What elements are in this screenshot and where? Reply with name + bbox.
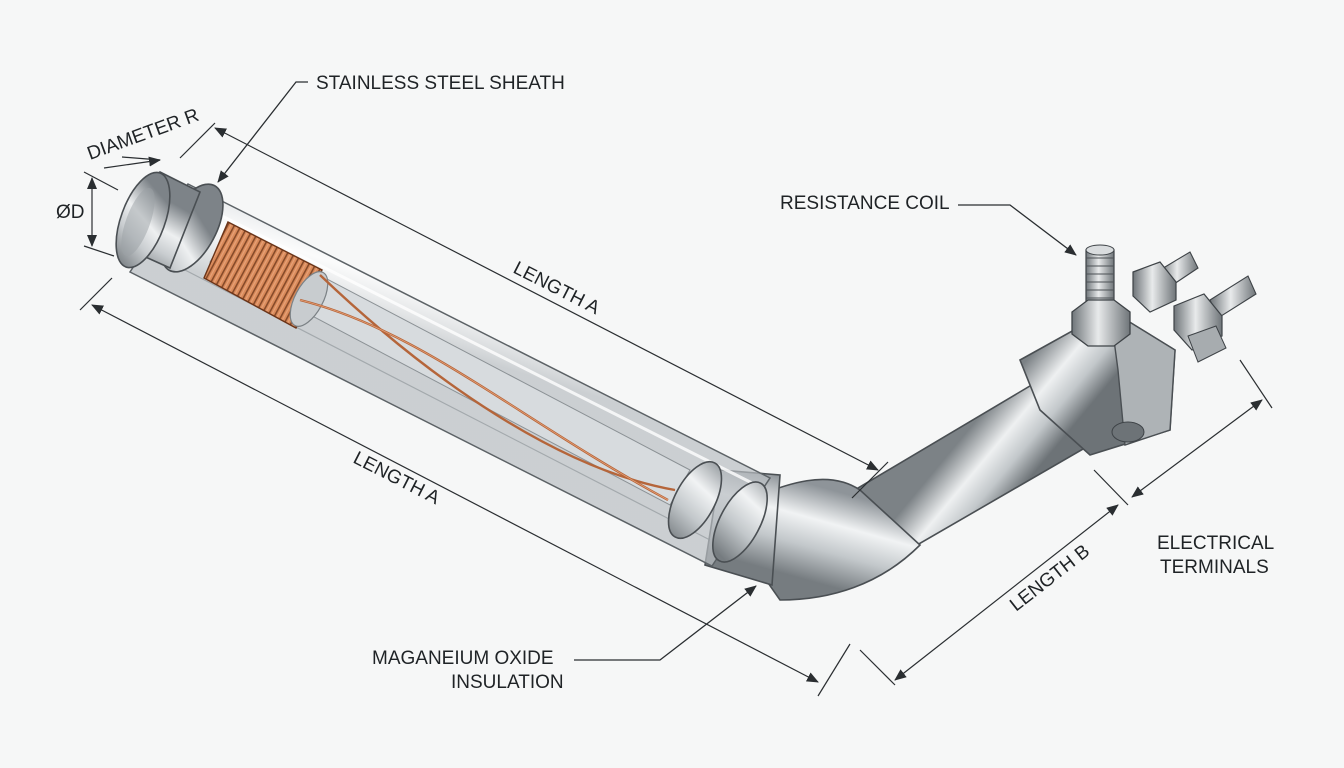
- label-stainless-steel-sheath: STAINLESS STEEL SHEATH: [316, 73, 565, 94]
- left-end-cap: [115, 170, 224, 273]
- leader-sheath: [217, 81, 308, 183]
- terminal-bolt-mid: [1132, 251, 1199, 313]
- leader-insulation: [574, 585, 757, 661]
- label-length-a-bottom: LENGTH A: [350, 448, 444, 510]
- label-resistance-coil: RESISTANCE COIL: [780, 193, 950, 214]
- dimension-length-b: [859, 469, 1129, 686]
- dimension-terminals: [1131, 359, 1273, 498]
- terminal-bolt-left: [1071, 244, 1131, 347]
- leader-coil: [958, 204, 1077, 256]
- dimension-diameter-r: [103, 122, 216, 169]
- label-terminals-line2: TERMINALS: [1160, 557, 1269, 578]
- label-insulation-line2: INSULATION: [451, 672, 564, 693]
- label-length-a-top: LENGTH A: [510, 258, 604, 320]
- label-insulation-line1: MAGANEIUM OXIDE: [372, 648, 554, 669]
- dimension-diameter-d: [83, 171, 119, 257]
- label-diameter-r: DIAMETER R: [85, 105, 202, 165]
- dimension-length-a-bottom: [79, 277, 851, 697]
- label-terminals-line1: ELECTRICAL: [1157, 533, 1274, 554]
- label-diameter-d: ØD: [56, 202, 85, 223]
- terminal-bolt-right: [1173, 275, 1257, 363]
- label-length-b: LENGTH B: [1006, 541, 1094, 616]
